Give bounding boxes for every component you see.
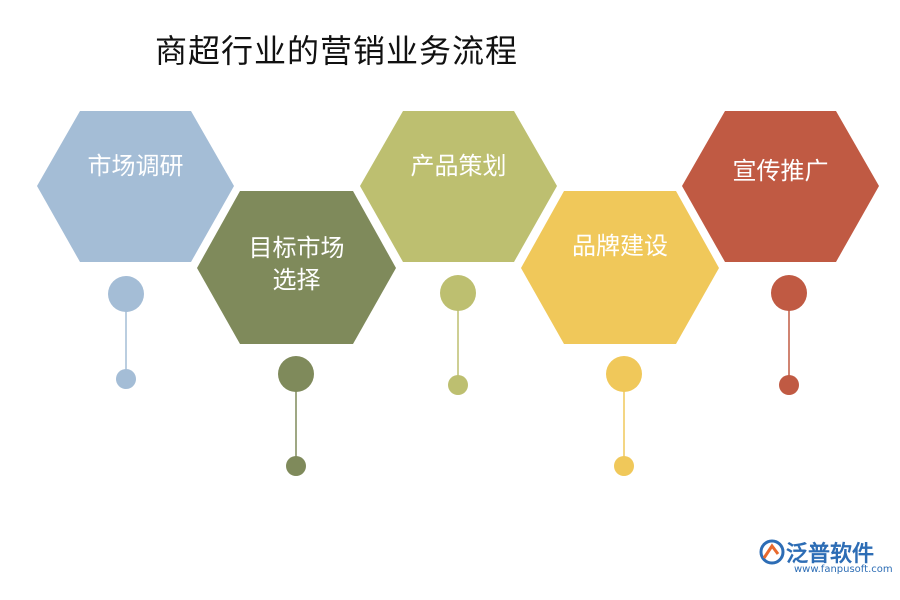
- brand-watermark: 泛普软件 www.fanpusoft.com: [758, 536, 893, 582]
- dot-large-step-4: [606, 356, 642, 392]
- dot-small-step-1: [116, 369, 136, 389]
- hexagon-label-step-2: 目标市场 选择: [248, 234, 345, 294]
- brand-logo-icon: [759, 539, 785, 565]
- dot-small-step-5: [779, 375, 799, 395]
- dot-large-step-5: [771, 275, 807, 311]
- hexagon-step-3: [360, 111, 557, 262]
- hexagon-step-1: [37, 111, 234, 262]
- hexagon-step-5: [682, 111, 879, 262]
- brand-url: www.fanpusoft.com: [794, 564, 893, 575]
- hexagon-label-step-1: 市场调研: [87, 152, 184, 180]
- dot-large-step-1: [108, 276, 144, 312]
- dot-small-step-3: [448, 375, 468, 395]
- hexagon-step-4: [521, 191, 719, 344]
- dot-small-step-4: [614, 456, 634, 476]
- dot-large-step-3: [440, 275, 476, 311]
- hexagon-label-step-4: 品牌建设: [572, 232, 668, 260]
- dot-large-step-2: [278, 356, 314, 392]
- brand-name: 泛普软件: [786, 542, 875, 567]
- hexagon-label-step-5: 宣传推广: [732, 157, 829, 185]
- dot-small-step-2: [286, 456, 306, 476]
- page-title: 商超行业的营销业务流程: [155, 32, 519, 70]
- hexagon-label-step-3: 产品策划: [410, 152, 507, 180]
- hexagon-step-2: [197, 191, 396, 344]
